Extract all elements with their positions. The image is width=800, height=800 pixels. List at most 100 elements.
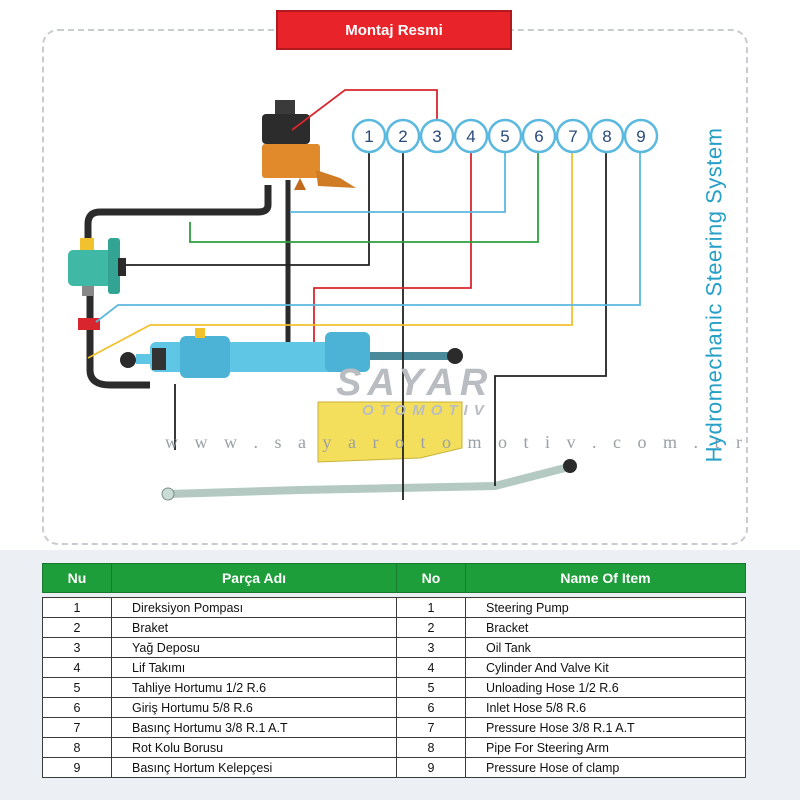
- callout-number: 5: [500, 127, 509, 146]
- callout-6: 6: [521, 118, 557, 154]
- cell-name-of-item: Pipe For Steering Arm: [465, 737, 746, 758]
- callout-number: 3: [432, 127, 441, 146]
- cell-nu: 7: [42, 717, 112, 738]
- leader-7: [87, 152, 573, 359]
- header-parca-adi: Parça Adı: [111, 563, 397, 593]
- cell-name-of-item: Bracket: [465, 617, 746, 638]
- cell-parca-adi: Lif Takımı: [111, 657, 397, 678]
- callout-5: 5: [487, 118, 523, 154]
- pressure-hose: [86, 290, 150, 389]
- cell-no: 9: [396, 757, 466, 778]
- callout-circle: [487, 118, 523, 154]
- oil-tank: [262, 100, 356, 190]
- callout-3: 3: [419, 118, 455, 154]
- callout-number: 6: [534, 127, 543, 146]
- cell-name-of-item: Oil Tank: [465, 637, 746, 658]
- callout-circle: [623, 118, 659, 154]
- leader-4: [313, 152, 472, 342]
- cell-nu: 5: [42, 677, 112, 698]
- cell-no: 1: [396, 597, 466, 618]
- page-title: Montaj Resmi: [276, 10, 512, 50]
- callout-number: 7: [568, 127, 577, 146]
- cell-no: 8: [396, 737, 466, 758]
- leader-6: [189, 152, 539, 243]
- table-header-row: Nu Parça Adı No Name Of Item: [42, 563, 746, 593]
- leader-8: [494, 152, 607, 486]
- callout-number: 9: [636, 127, 645, 146]
- watermark-logo-sub: OTOMOTIV: [362, 402, 490, 419]
- leader-5: [290, 152, 506, 213]
- cell-parca-adi: Giriş Hortumu 5/8 R.6: [111, 697, 397, 718]
- leader-3: [291, 89, 438, 134]
- cell-parca-adi: Basınç Hortumu 3/8 R.1 A.T: [111, 717, 397, 738]
- callout-9: 9: [623, 118, 659, 154]
- bracket: [317, 401, 463, 463]
- callout-circle: [589, 118, 625, 154]
- cell-nu: 1: [42, 597, 112, 618]
- cell-no: 6: [396, 697, 466, 718]
- steering-arm-pipe: [164, 464, 569, 498]
- callout-1: 1: [351, 118, 387, 154]
- cell-name-of-item: Pressure Hose of clamp: [465, 757, 746, 778]
- callout-number: 2: [398, 127, 407, 146]
- cell-no: 4: [396, 657, 466, 678]
- cell-no: 5: [396, 677, 466, 698]
- cell-no: 2: [396, 617, 466, 638]
- cell-no: 7: [396, 717, 466, 738]
- header-no: No: [396, 563, 466, 593]
- cell-nu: 6: [42, 697, 112, 718]
- side-title: Hydromechanic Steering System: [700, 95, 728, 495]
- leader-1: [126, 152, 370, 266]
- cell-name-of-item: Unloading Hose 1/2 R.6: [465, 677, 746, 698]
- cell-name-of-item: Steering Pump: [465, 597, 746, 618]
- cell-parca-adi: Braket: [111, 617, 397, 638]
- cell-parca-adi: Tahliye Hortumu 1/2 R.6: [111, 677, 397, 698]
- header-name-of-item: Name Of Item: [465, 563, 746, 593]
- cell-nu: 8: [42, 737, 112, 758]
- cell-no: 3: [396, 637, 466, 658]
- cell-name-of-item: Inlet Hose 5/8 R.6: [465, 697, 746, 718]
- cylinder-valve-kit: [120, 328, 463, 378]
- callout-number: 4: [466, 127, 475, 146]
- callout-circle: [521, 118, 557, 154]
- callout-8: 8: [589, 118, 625, 154]
- cell-nu: 9: [42, 757, 112, 778]
- cell-name-of-item: Pressure Hose 3/8 R.1 A.T: [465, 717, 746, 738]
- cell-nu: 3: [42, 637, 112, 658]
- callout-number: 8: [602, 127, 611, 146]
- callout-circle: [453, 118, 489, 154]
- watermark-url: w w w . s a y a r o t o m o t i v . c o …: [165, 432, 748, 452]
- steering-pump: [68, 238, 126, 296]
- callout-number: 1: [364, 127, 373, 146]
- leader-9: [95, 152, 641, 323]
- callout-circle: [555, 118, 591, 154]
- cell-parca-adi: Rot Kolu Borusu: [111, 737, 397, 758]
- side-title-text: Hydromechanic Steering System: [701, 127, 727, 463]
- return-hose: [84, 185, 272, 248]
- callout-circle: [385, 118, 421, 154]
- cell-name-of-item: Cylinder And Valve Kit: [465, 657, 746, 678]
- hose-clamp: [78, 318, 100, 330]
- watermark-logo: SAYAR: [336, 362, 494, 404]
- callout-4: 4: [453, 118, 489, 154]
- cell-nu: 2: [42, 617, 112, 638]
- callout-circle: [419, 118, 455, 154]
- callout-circle: [351, 118, 387, 154]
- cell-parca-adi: Direksiyon Pompası: [111, 597, 397, 618]
- cell-parca-adi: Basınç Hortum Kelepçesi: [111, 757, 397, 778]
- header-nu: Nu: [42, 563, 112, 593]
- cell-nu: 4: [42, 657, 112, 678]
- callout-7: 7: [555, 118, 591, 154]
